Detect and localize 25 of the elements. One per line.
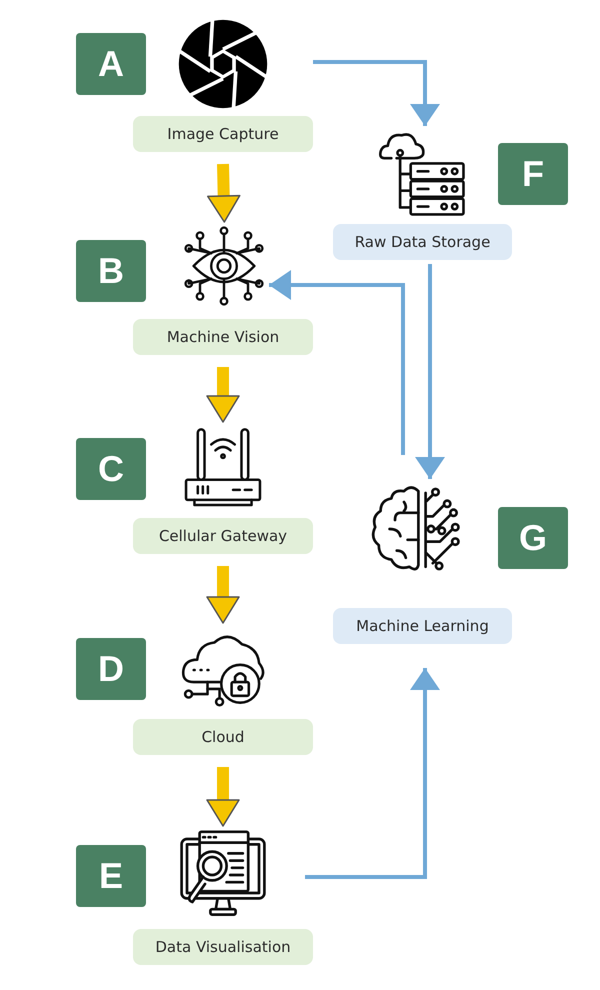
connector-arrow — [269, 270, 405, 455]
step-label: Cloud — [133, 719, 313, 755]
letter-badge: B — [76, 240, 146, 302]
letter-badge: G — [498, 507, 568, 569]
connector-arrow — [415, 264, 445, 479]
step-label: Data Visualisation — [133, 929, 313, 965]
step-label: Machine Learning — [333, 608, 512, 644]
step-label: Raw Data Storage — [333, 224, 512, 260]
step-label: Image Capture — [133, 116, 313, 152]
camera-aperture-icon — [177, 18, 269, 110]
letter-badge: A — [76, 33, 146, 95]
server-cloud-icon — [378, 130, 468, 218]
block-arrow — [206, 164, 240, 223]
letter-badge: D — [76, 638, 146, 700]
circuit-eye-icon — [183, 226, 265, 306]
block-arrow — [206, 566, 240, 624]
letter-badge: C — [76, 438, 146, 500]
letter-badge: E — [76, 845, 146, 907]
block-arrow — [206, 767, 240, 827]
connector-arrow — [313, 60, 440, 126]
step-label: Cellular Gateway — [133, 518, 313, 554]
step-label: Machine Vision — [133, 319, 313, 355]
block-arrow — [206, 367, 240, 423]
letter-badge: F — [498, 143, 568, 205]
connector-arrow — [305, 668, 440, 879]
